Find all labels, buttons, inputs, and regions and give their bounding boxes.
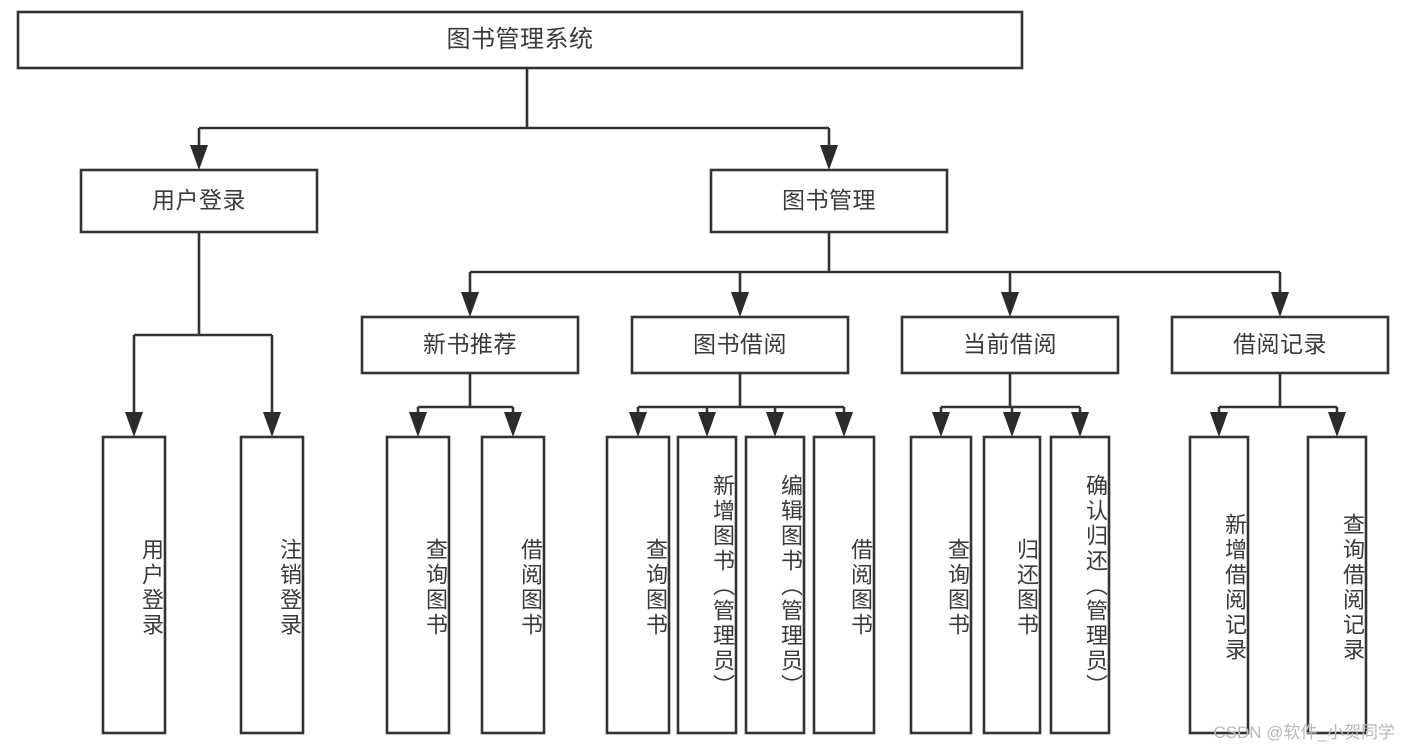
connector-user-login-to-leaves (125, 232, 281, 437)
node-box-leaf-query-record[interactable] (1306, 435, 1368, 735)
node-box-leaf-user-logout[interactable] (239, 435, 305, 735)
arrow-head-icon (629, 412, 647, 437)
arrow-head-icon (125, 412, 143, 437)
arrow-head-icon (461, 292, 479, 317)
arrow-head-icon (731, 292, 749, 317)
arrow-head-icon (1071, 412, 1089, 437)
node-box-leaf-add-book[interactable] (676, 435, 738, 735)
node-box-current-borrow[interactable] (900, 315, 1120, 375)
node-box-book-manage[interactable] (709, 168, 949, 234)
node-box-leaf-borrow-book-2[interactable] (812, 435, 876, 735)
node-box-root[interactable] (16, 10, 1024, 70)
connector-new-book-recommend-to-leaves (409, 373, 522, 437)
arrow-head-icon (932, 412, 950, 437)
arrow-head-icon (698, 412, 716, 437)
connector-current-borrow-to-leaves (932, 373, 1089, 437)
node-box-leaf-user-login[interactable] (101, 435, 167, 735)
connector-borrow-record-to-leaves (1210, 373, 1346, 437)
node-box-book-borrow[interactable] (630, 315, 850, 375)
node-box-leaf-borrow-book-1[interactable] (480, 435, 546, 735)
csdn-watermark: CSDN @软件_小贺同学 (1213, 723, 1395, 742)
arrow-head-icon (409, 412, 427, 437)
arrow-head-icon (766, 412, 784, 437)
arrow-head-icon (1328, 412, 1346, 437)
node-box-user-login[interactable] (79, 168, 319, 234)
arrow-head-icon (1210, 412, 1228, 437)
node-box-leaf-query-book-2[interactable] (605, 435, 671, 735)
node-box-borrow-record[interactable] (1170, 315, 1390, 375)
connector-book-borrow-to-leaves (629, 373, 853, 437)
node-box-leaf-query-book-3[interactable] (909, 435, 973, 735)
arrow-head-icon (1001, 292, 1019, 317)
node-box-leaf-add-record[interactable] (1188, 435, 1250, 735)
connector-book-manage-to-level3 (461, 232, 1289, 317)
arrow-head-icon (820, 145, 838, 170)
node-box-leaf-edit-book[interactable] (744, 435, 806, 735)
arrow-head-icon (835, 412, 853, 437)
node-box-leaf-query-book-1[interactable] (385, 435, 451, 735)
arrow-head-icon (263, 412, 281, 437)
node-box-leaf-return-book[interactable] (982, 435, 1042, 735)
arrow-head-icon (1003, 412, 1021, 437)
arrow-head-icon (1271, 292, 1289, 317)
node-box-new-book-recommend[interactable] (360, 315, 580, 375)
node-box-leaf-confirm-return[interactable] (1049, 435, 1111, 735)
arrow-head-icon (504, 412, 522, 437)
connector-root-to-level2 (190, 68, 838, 170)
arrow-head-icon (190, 145, 208, 170)
